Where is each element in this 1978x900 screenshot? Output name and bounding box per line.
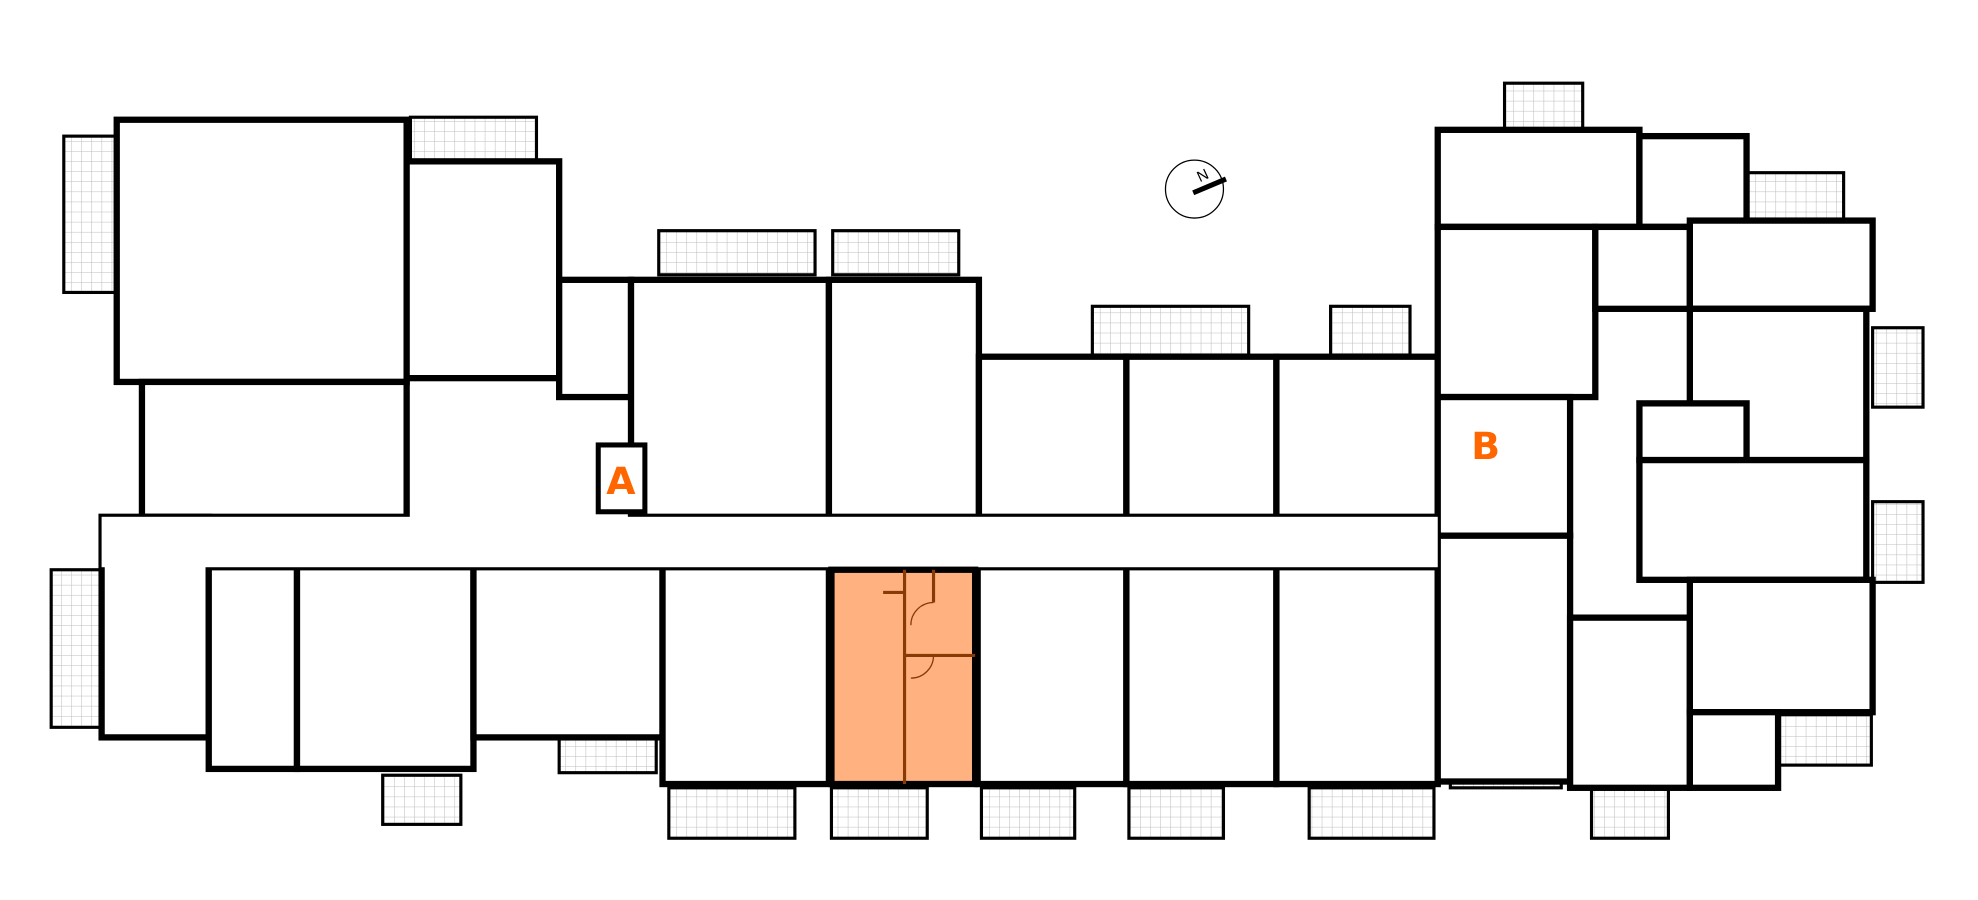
unit[interactable] <box>975 353 1130 520</box>
balcony <box>1502 81 1585 132</box>
unit[interactable] <box>1123 564 1280 788</box>
unit[interactable] <box>556 276 635 401</box>
balcony <box>1127 786 1226 840</box>
unit[interactable] <box>1636 400 1750 464</box>
unit[interactable] <box>1636 456 1870 583</box>
unit[interactable] <box>1434 126 1643 231</box>
balcony <box>831 229 961 277</box>
unit[interactable] <box>1273 353 1441 520</box>
unit[interactable] <box>627 276 833 520</box>
unit[interactable] <box>1434 223 1599 401</box>
north-arrow-icon <box>1192 176 1227 196</box>
balcony <box>1744 171 1846 226</box>
unit[interactable] <box>293 564 477 773</box>
unit[interactable] <box>974 564 1130 788</box>
unit-highlighted[interactable] <box>828 566 979 788</box>
unit[interactable] <box>1273 564 1441 788</box>
unit[interactable] <box>138 378 410 520</box>
unit[interactable] <box>1434 532 1574 785</box>
balcony <box>408 115 539 163</box>
balcony <box>1871 326 1925 409</box>
balcony <box>1776 713 1873 767</box>
balcony <box>1871 500 1925 584</box>
unit[interactable] <box>1592 223 1693 312</box>
unit[interactable] <box>1686 709 1782 791</box>
balcony <box>1090 304 1251 359</box>
unit[interactable] <box>825 276 983 520</box>
balcony <box>1589 786 1670 840</box>
rooms <box>98 116 1876 791</box>
unit[interactable] <box>1566 614 1693 791</box>
balcony <box>557 735 658 775</box>
balcony <box>62 134 119 295</box>
balcony <box>381 773 463 826</box>
balcony <box>667 786 797 840</box>
balcony <box>657 229 817 277</box>
compass: N <box>1164 159 1227 219</box>
section-b-label: B <box>1471 424 1500 468</box>
balcony <box>49 568 104 729</box>
balcony <box>829 786 929 840</box>
unit[interactable] <box>470 564 666 741</box>
section-a-label: A <box>606 459 636 503</box>
balcony <box>1307 786 1436 840</box>
unit[interactable] <box>659 564 833 788</box>
unit[interactable] <box>1686 576 1876 716</box>
balcony <box>979 786 1077 840</box>
unit[interactable] <box>1636 132 1750 231</box>
unit[interactable] <box>1686 217 1876 312</box>
section-a-marker: A <box>595 442 648 515</box>
unit[interactable] <box>1123 353 1280 520</box>
unit[interactable] <box>403 158 563 382</box>
unit[interactable] <box>113 116 410 386</box>
balcony <box>1329 304 1412 359</box>
unit[interactable] <box>1434 393 1574 539</box>
unit[interactable] <box>205 564 301 773</box>
corridor <box>101 516 1438 568</box>
balconies <box>49 81 1925 840</box>
